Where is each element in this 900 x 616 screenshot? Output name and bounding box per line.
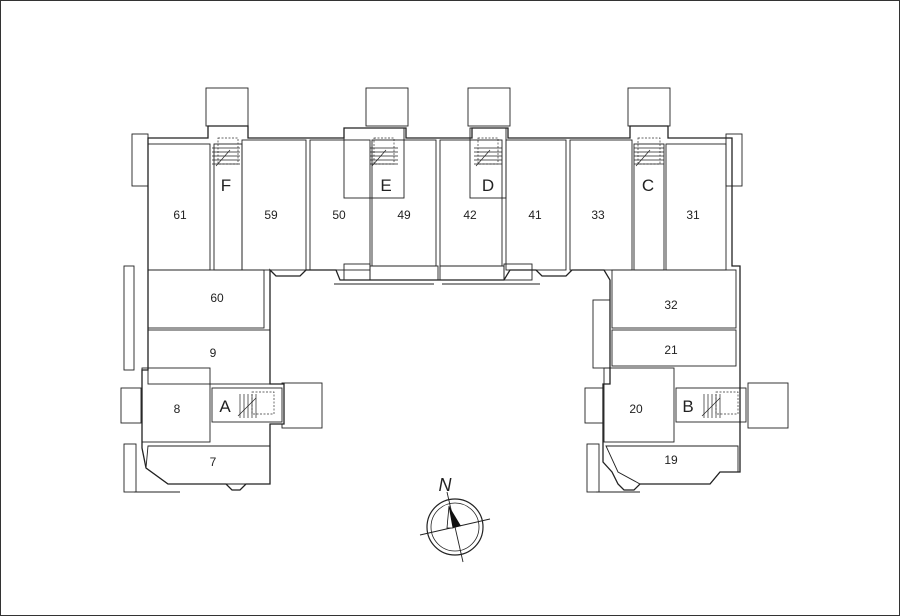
room-61-label: 61 <box>173 208 187 222</box>
room-labels: 61 59 50 49 42 41 33 31 60 9 8 7 32 21 2… <box>173 208 700 469</box>
room-60-label: 60 <box>210 291 224 305</box>
room-32-label: 32 <box>664 298 678 312</box>
stair-labels: F E D C A B <box>219 176 693 416</box>
room-42-label: 42 <box>463 208 477 222</box>
room-41-label: 41 <box>528 208 542 222</box>
stair-C-label: C <box>642 176 654 195</box>
stair-F-label: F <box>221 176 231 195</box>
room-33-label: 33 <box>591 208 605 222</box>
room-19-label: 19 <box>664 453 678 467</box>
room-partitions <box>141 127 747 485</box>
stair-F-treads <box>212 137 240 167</box>
stair-D-label: D <box>482 176 494 195</box>
stair-treads <box>212 137 739 418</box>
room-31-label: 31 <box>686 208 700 222</box>
stair-A-treads <box>237 391 275 418</box>
stair-A-label: A <box>219 397 231 416</box>
room-49-label: 49 <box>397 208 411 222</box>
room-21-label: 21 <box>664 343 678 357</box>
room-8-label: 8 <box>174 402 181 416</box>
room-9-label: 9 <box>210 346 217 360</box>
north-label: N <box>439 475 453 495</box>
room-7-label: 7 <box>210 455 217 469</box>
room-20-label: 20 <box>629 402 643 416</box>
stair-E-treads <box>370 137 398 167</box>
stair-E-label: E <box>380 176 391 195</box>
stair-C-treads <box>634 137 664 167</box>
room-59-label: 59 <box>264 208 278 222</box>
stair-D-treads <box>474 137 502 167</box>
stair-B-label: B <box>682 397 693 416</box>
balconies <box>123 133 743 493</box>
north-arrow-icon: N <box>419 475 491 563</box>
room-50-label: 50 <box>332 208 346 222</box>
stair-B-treads <box>701 391 739 418</box>
